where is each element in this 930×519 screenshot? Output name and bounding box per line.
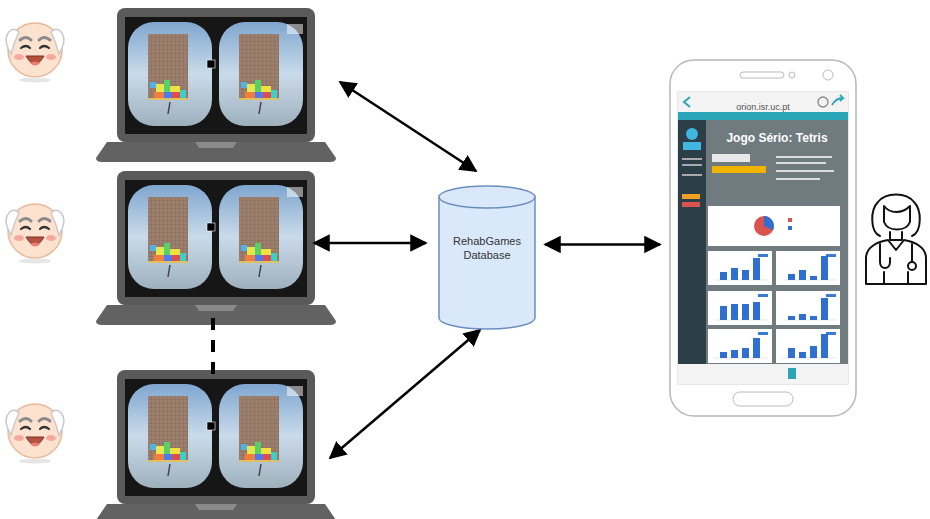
database-label: RehabGames Database xyxy=(445,234,529,262)
page-title: Jogo Sério: Tetris xyxy=(726,131,827,145)
doctor-icon xyxy=(866,195,926,285)
url-text: orion.isr.uc.pt xyxy=(736,102,790,113)
laptop-illustration xyxy=(96,8,336,519)
phone-dashboard: orion.isr.uc.ptJogo Sério: Tetris xyxy=(668,58,858,418)
database-cylinder: RehabGames Database xyxy=(437,185,537,330)
ellipsis-dashes xyxy=(211,318,215,374)
patient-icon xyxy=(6,23,63,464)
sync-arrow xyxy=(545,243,660,246)
